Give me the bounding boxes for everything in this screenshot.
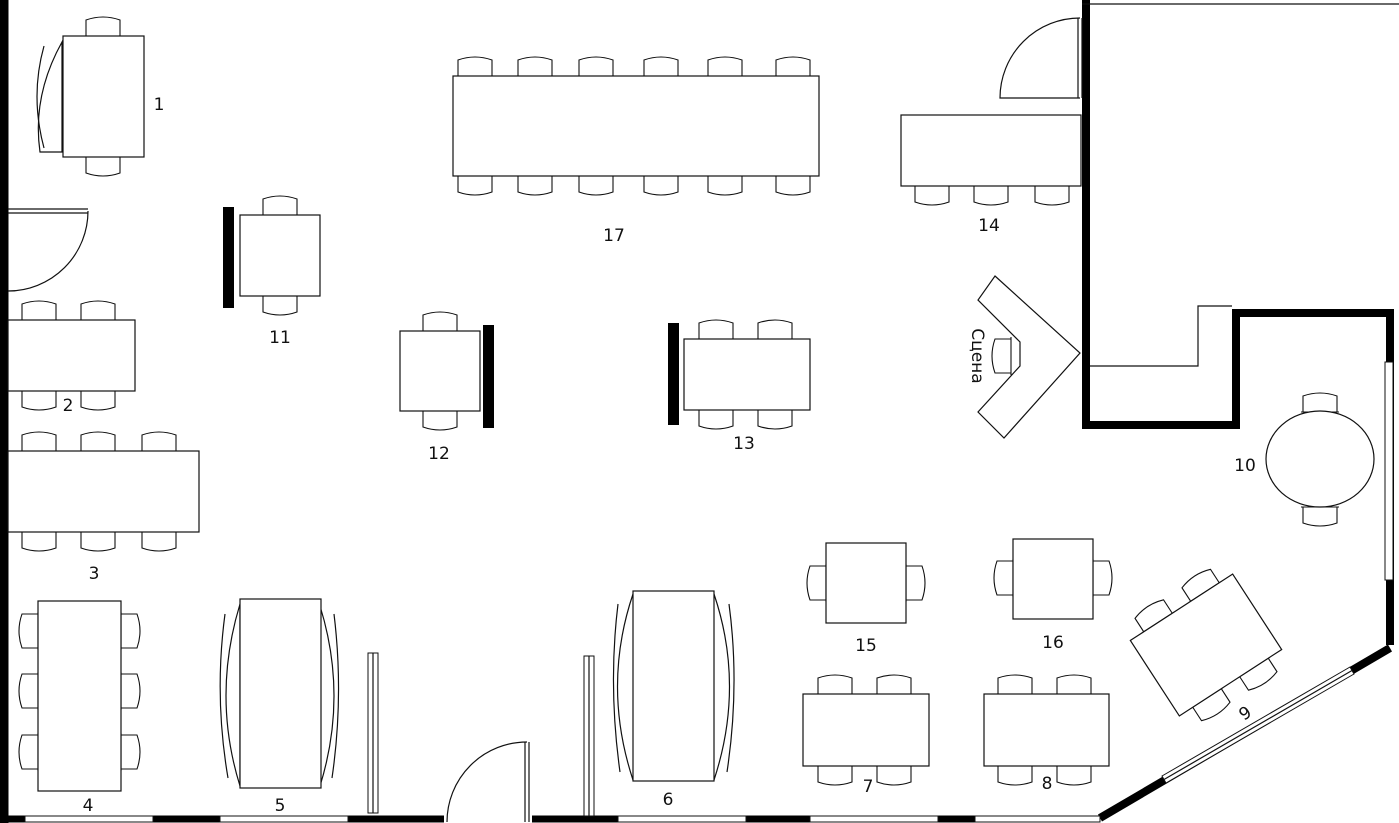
table-13-top <box>683 338 811 411</box>
table-10-top <box>1265 410 1375 508</box>
wall-inner-room <box>1082 0 1394 645</box>
divider-13 <box>668 323 679 425</box>
table-number: 17 <box>603 226 625 246</box>
table-16[interactable] <box>993 538 1113 620</box>
sofa-6-left <box>616 593 634 781</box>
table-8-top <box>983 693 1110 767</box>
table-4[interactable] <box>18 600 141 792</box>
sofa-5-right <box>319 605 335 787</box>
sofa-1 <box>37 39 63 153</box>
table-number: 16 <box>1042 633 1064 653</box>
table-12[interactable] <box>399 311 481 431</box>
door-top-right <box>999 17 1083 99</box>
table-number: 7 <box>863 777 874 797</box>
table-8[interactable] <box>983 674 1110 786</box>
window-bottom-4 <box>809 815 939 823</box>
table-16-top <box>1012 538 1094 620</box>
table-9-top <box>1129 573 1283 717</box>
doors <box>7 17 1083 823</box>
divider-11 <box>223 207 234 308</box>
divider-12 <box>483 325 494 428</box>
table-number: 4 <box>83 796 94 816</box>
table-number: 10 <box>1234 456 1256 476</box>
door-bottom <box>446 741 530 823</box>
table-labels: 1 2 3 4 5 6 7 8 9 10 11 12 13 14 15 16 1… <box>63 95 1256 816</box>
table-15-top <box>825 542 907 624</box>
table-number: 11 <box>269 328 291 348</box>
table-17-top <box>452 75 820 177</box>
window-right <box>1384 361 1394 581</box>
table-number: 5 <box>275 796 286 816</box>
table-2[interactable] <box>7 300 136 411</box>
table-4-top <box>37 600 122 792</box>
table-number: 9 <box>1236 703 1256 726</box>
window-bottom-3 <box>617 815 747 823</box>
sofa-5-left <box>225 603 241 787</box>
table-10[interactable] <box>1265 392 1375 527</box>
stage[interactable]: Сцена <box>967 275 1081 439</box>
table-3[interactable] <box>7 431 200 552</box>
wall-inner-step <box>1090 305 1232 367</box>
window-bottom-2 <box>219 815 349 823</box>
table-number: 6 <box>663 790 674 810</box>
table-3-top <box>7 450 200 533</box>
table-number: 13 <box>733 434 755 454</box>
sofa-6-right <box>713 593 731 781</box>
table-6[interactable] <box>612 590 735 782</box>
table-12-top <box>399 330 481 412</box>
table-11[interactable] <box>239 195 321 316</box>
table-5[interactable] <box>219 598 340 789</box>
table-number: 14 <box>978 216 1000 236</box>
table-9[interactable] <box>1120 558 1292 732</box>
stage-label: Сцена <box>967 328 987 383</box>
table-13[interactable] <box>683 319 811 430</box>
table-number: 2 <box>63 396 74 416</box>
table-7[interactable] <box>802 674 930 786</box>
table-number: 8 <box>1042 774 1053 794</box>
table-15[interactable] <box>806 542 926 624</box>
table-17[interactable] <box>452 56 820 196</box>
door-left <box>7 208 89 292</box>
table-number: 15 <box>855 636 877 656</box>
table-1[interactable] <box>36 16 145 177</box>
table-14[interactable] <box>900 114 1082 206</box>
table-1-top <box>62 35 145 158</box>
table-number: 1 <box>154 95 165 115</box>
table-7-top <box>802 693 930 767</box>
table-11-top <box>239 214 321 297</box>
table-number: 12 <box>428 444 450 464</box>
window-bottom-5 <box>974 815 1101 823</box>
table-14-top <box>900 114 1082 187</box>
table-5-top <box>239 598 322 789</box>
table-number: 3 <box>89 564 100 584</box>
stage-platform <box>977 275 1081 439</box>
window-bottom-1 <box>24 815 154 823</box>
table-6-top <box>632 590 715 782</box>
table-2-top <box>7 319 136 392</box>
window-diagonal-inner <box>1163 669 1353 781</box>
